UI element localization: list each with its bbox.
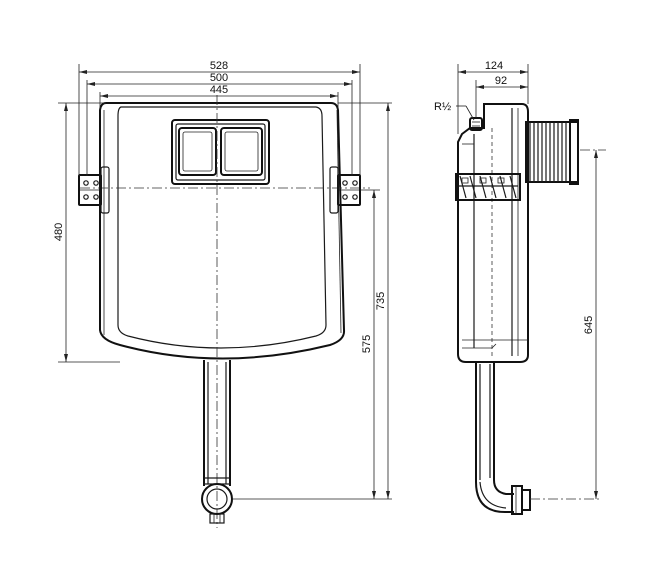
thread-callout: R½ [434, 101, 475, 121]
thread-label: R½ [434, 101, 451, 113]
dim-label-92: 92 [495, 75, 507, 87]
dim-645: 645 [583, 150, 598, 499]
dim-500: 500 [86, 72, 353, 176]
cistern-body-outline [99, 102, 346, 360]
dim-label-445: 445 [210, 84, 228, 96]
side-flush-pipe [475, 362, 531, 515]
dim-735: 735 [338, 102, 392, 499]
dim-label-528: 528 [210, 60, 228, 72]
right-mounting-bracket [329, 166, 361, 214]
dim-480: 480 [53, 102, 120, 363]
front-view: 528 500 445 480 [53, 60, 392, 528]
dim-92: 92 [475, 75, 528, 118]
dim-124: 124 [457, 60, 529, 134]
dim-label-500: 500 [210, 72, 228, 84]
mounting-clamp-band [455, 173, 521, 201]
dim-label-735: 735 [375, 292, 387, 310]
flush-button-small [178, 127, 217, 176]
dim-label-124: 124 [485, 60, 503, 72]
left-mounting-bracket [78, 166, 110, 214]
flush-button-large [220, 127, 263, 176]
dim-label-480: 480 [53, 223, 65, 241]
dim-445: 445 [99, 84, 339, 110]
dim-label-645: 645 [583, 316, 595, 334]
flush-plate [171, 119, 270, 185]
outlet-connector [201, 483, 233, 524]
rear-connection-sleeve [525, 119, 579, 185]
dim-575: 575 [360, 189, 380, 499]
cistern-inner-panel [117, 106, 327, 349]
side-tank-outline [457, 103, 529, 363]
side-view: 124 92 R½ 645 [434, 60, 606, 515]
dim-label-575: 575 [361, 335, 373, 353]
dim-528: 528 [78, 60, 361, 176]
